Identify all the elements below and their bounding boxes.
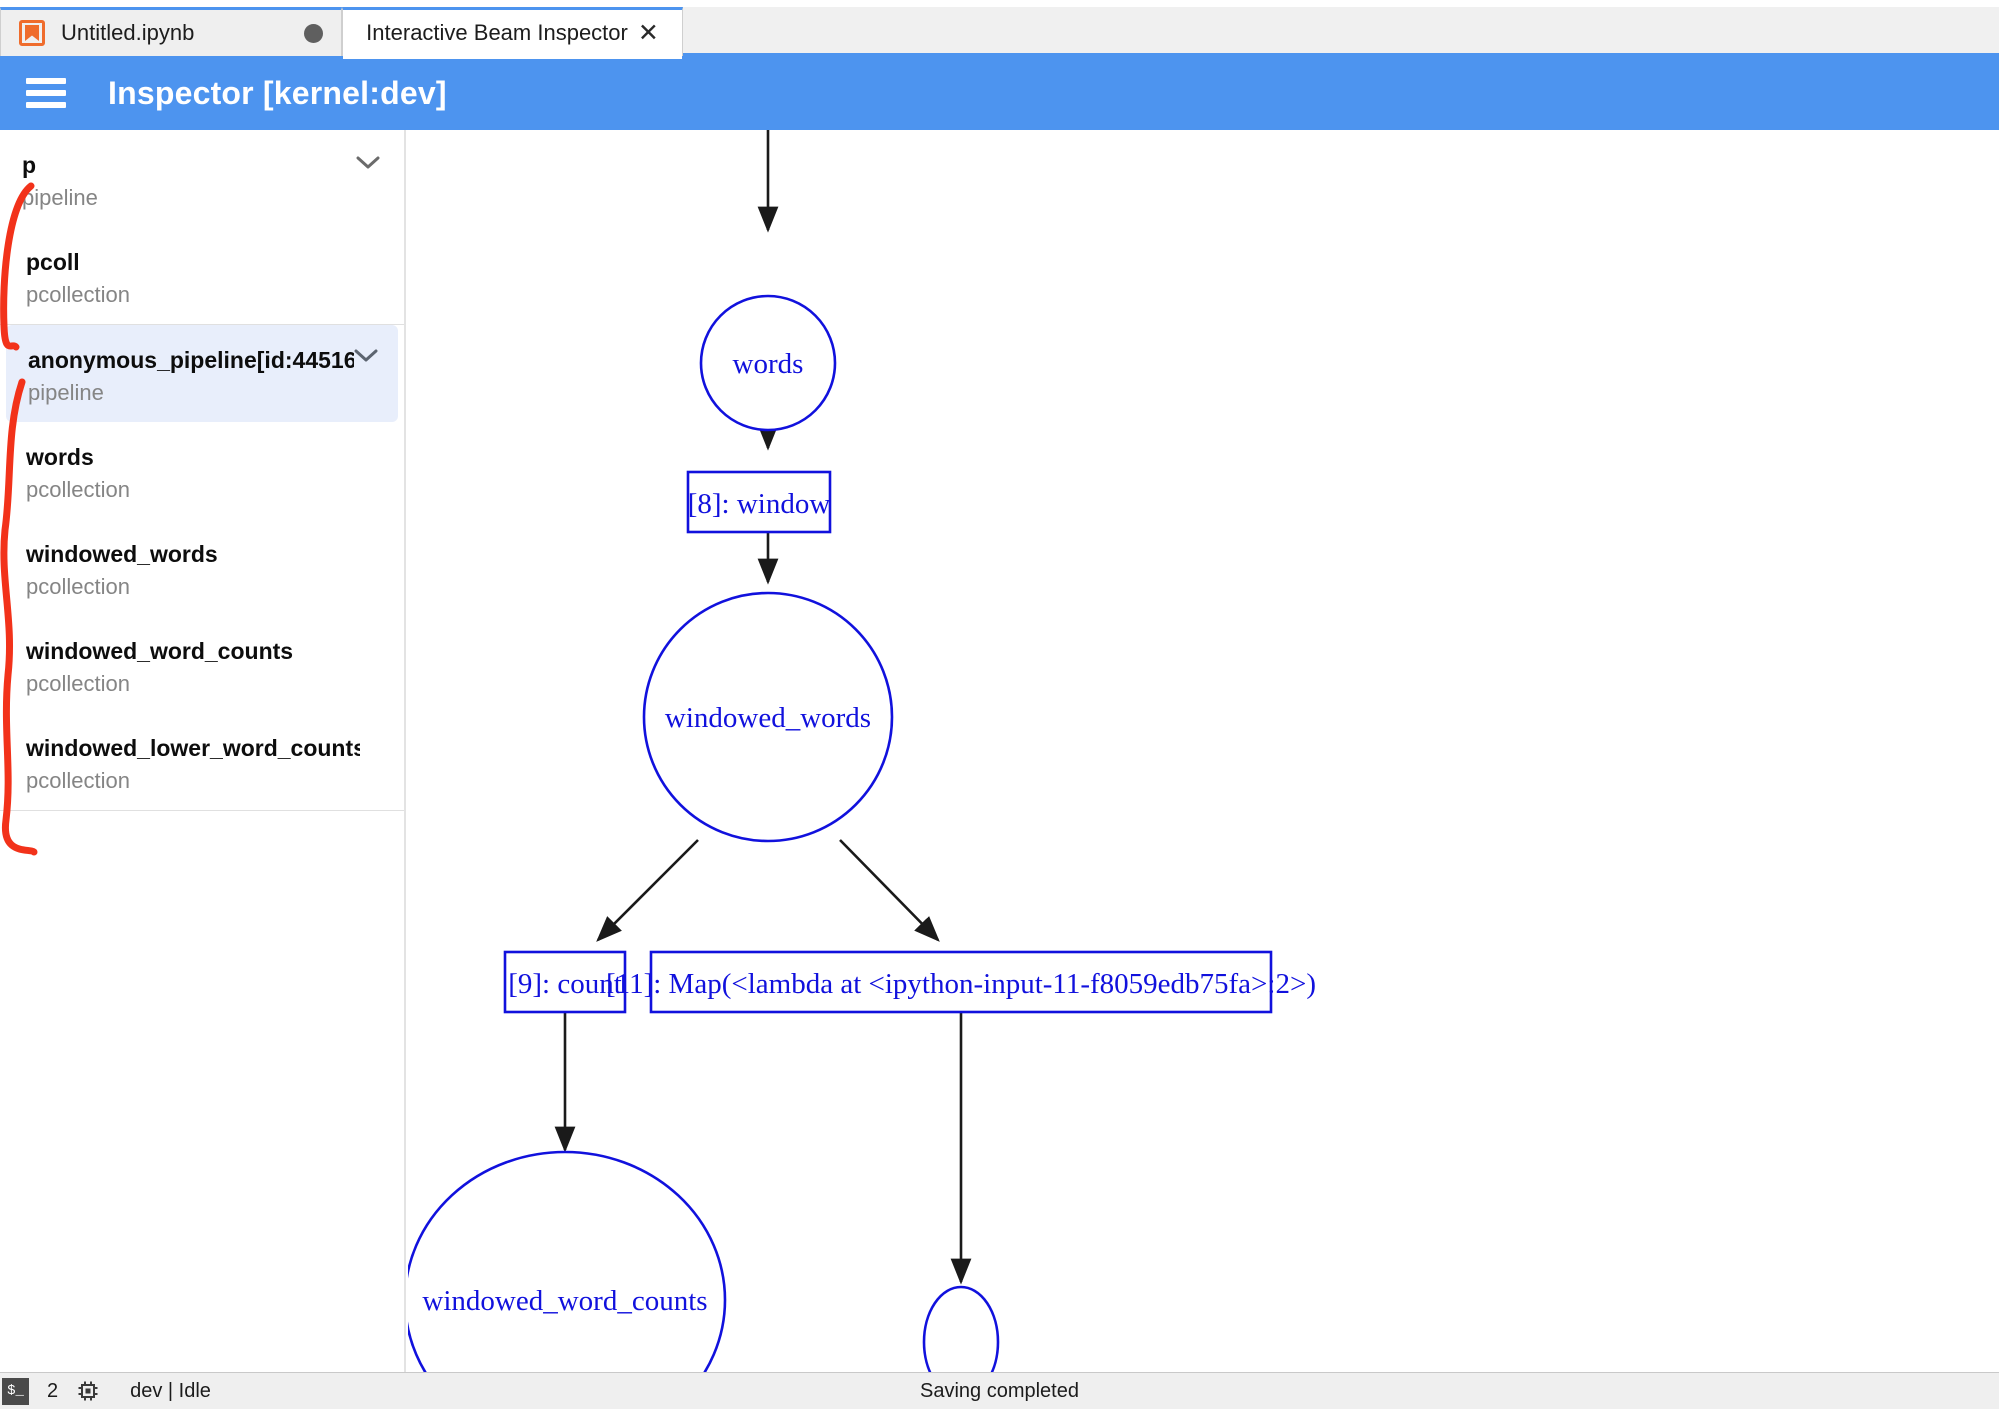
pipeline-graph-pane[interactable]: words [8]: window windowed_words [9]: co… xyxy=(408,130,1999,1372)
graph-node-map[interactable]: [11]: Map(<lambda at <ipython-input-11-f… xyxy=(606,950,1316,1014)
sidebar-item-type: pcollection xyxy=(26,671,130,696)
sidebar-item-words[interactable]: words pcollection xyxy=(0,422,404,519)
edge-windowed-words-to-count xyxy=(596,839,699,942)
sidebar-item-name: windowed_lower_word_counts xyxy=(26,735,360,761)
sidebar-item-type: pipeline xyxy=(28,380,104,405)
cpu-chip-icon[interactable] xyxy=(76,1379,100,1403)
sidebar-item-name: pcoll xyxy=(26,249,80,275)
kernel-status[interactable]: dev | Idle xyxy=(130,1379,211,1402)
chevron-down-icon[interactable] xyxy=(354,349,378,363)
sidebar-item-name: windowed_word_counts xyxy=(26,638,294,664)
sidebar-item-type: pcollection xyxy=(26,768,130,793)
sidebar-group-p: p pipeline pcoll pcollection xyxy=(0,130,404,325)
hamburger-bar xyxy=(26,102,66,108)
sidebar-item-type: pcollection xyxy=(26,477,130,502)
notebook-icon xyxy=(19,20,45,46)
graph-node-words[interactable]: words xyxy=(699,294,837,432)
node-label: words xyxy=(733,348,804,380)
tab-label: Interactive Beam Inspector xyxy=(366,20,628,45)
sidebar-item-p[interactable]: p pipeline xyxy=(0,130,404,227)
node-label: windowed_words xyxy=(665,702,871,734)
sidebar-item-windowed-lower-word-counts[interactable]: windowed_lower_word_counts pcollection xyxy=(0,713,404,810)
hamburger-bar xyxy=(26,78,66,84)
sidebar-item-anonymous-pipeline[interactable]: anonymous_pipeline[id:44516… pipeline xyxy=(6,325,398,422)
sidebar-item-name: anonymous_pipeline[id:44516… xyxy=(28,347,354,373)
node-shape-ellipse xyxy=(642,591,894,843)
node-shape-box xyxy=(686,470,832,534)
node-label: [11]: Map(<lambda at <ipython-input-11-f… xyxy=(606,968,1316,1000)
edge-windowed-words-to-map xyxy=(839,839,940,942)
kernel-count[interactable]: 2 xyxy=(47,1379,59,1402)
inspector-sidebar: p pipeline pcoll pcollection anonymous_p… xyxy=(0,130,406,1372)
sidebar-item-pcoll[interactable]: pcoll pcollection xyxy=(0,227,404,324)
tab-interactive-beam-inspector[interactable]: Interactive Beam Inspector ✕ xyxy=(342,7,683,59)
app-header: Inspector [kernel:dev] xyxy=(0,56,1999,130)
graph-node-windowed-words[interactable]: windowed_words xyxy=(642,591,894,843)
page-title: Inspector [kernel:dev] xyxy=(108,74,447,111)
terminal-icon[interactable]: $_ xyxy=(2,1377,29,1405)
node-label: [9]: count xyxy=(508,968,622,1000)
graph-node-windowed-word-counts[interactable]: windowed_word_counts xyxy=(408,1150,727,1372)
close-icon[interactable]: ✕ xyxy=(637,18,659,47)
sidebar-item-windowed-words[interactable]: windowed_words pcollection xyxy=(0,519,404,616)
node-shape-ellipse xyxy=(699,294,837,432)
node-shape-box xyxy=(503,950,627,1014)
pipeline-dag: words [8]: window windowed_words [9]: co… xyxy=(408,130,1316,1372)
hamburger-bar xyxy=(26,90,66,96)
sidebar-item-type: pcollection xyxy=(26,574,130,599)
node-shape-ellipse xyxy=(922,1285,1000,1372)
sidebar-item-name: words xyxy=(26,444,94,470)
sidebar-item-windowed-word-counts[interactable]: windowed_word_counts pcollection xyxy=(0,616,404,713)
node-shape-box xyxy=(649,950,1273,1014)
sidebar-item-name: windowed_words xyxy=(26,541,218,567)
graph-node-window[interactable]: [8]: window xyxy=(686,470,832,534)
chevron-down-icon[interactable] xyxy=(356,156,380,170)
status-bar: $_ 2 dev | Idle Saving completed xyxy=(0,1372,1999,1409)
inspector-body: p pipeline pcoll pcollection anonymous_p… xyxy=(0,130,1999,1372)
graph-node-unnamed[interactable] xyxy=(922,1285,1000,1372)
node-label: [8]: window xyxy=(688,488,831,520)
node-label: windowed_word_counts xyxy=(422,1285,707,1317)
tab-bar: Untitled.ipynb Interactive Beam Inspecto… xyxy=(0,0,1999,59)
tab-label: Untitled.ipynb xyxy=(61,20,195,45)
status-message: Saving completed xyxy=(920,1379,1079,1402)
hamburger-icon[interactable] xyxy=(26,78,66,108)
sidebar-item-type: pipeline xyxy=(22,185,98,210)
sidebar-item-name: p xyxy=(22,152,37,178)
unsaved-indicator-dot[interactable] xyxy=(304,23,323,43)
tab-untitled-ipynb[interactable]: Untitled.ipynb xyxy=(0,7,342,56)
sidebar-group-anonymous-pipeline: anonymous_pipeline[id:44516… pipeline wo… xyxy=(0,325,404,811)
node-shape-ellipse xyxy=(408,1150,727,1372)
graph-node-count[interactable]: [9]: count xyxy=(503,950,627,1014)
sidebar-item-type: pcollection xyxy=(26,282,130,307)
